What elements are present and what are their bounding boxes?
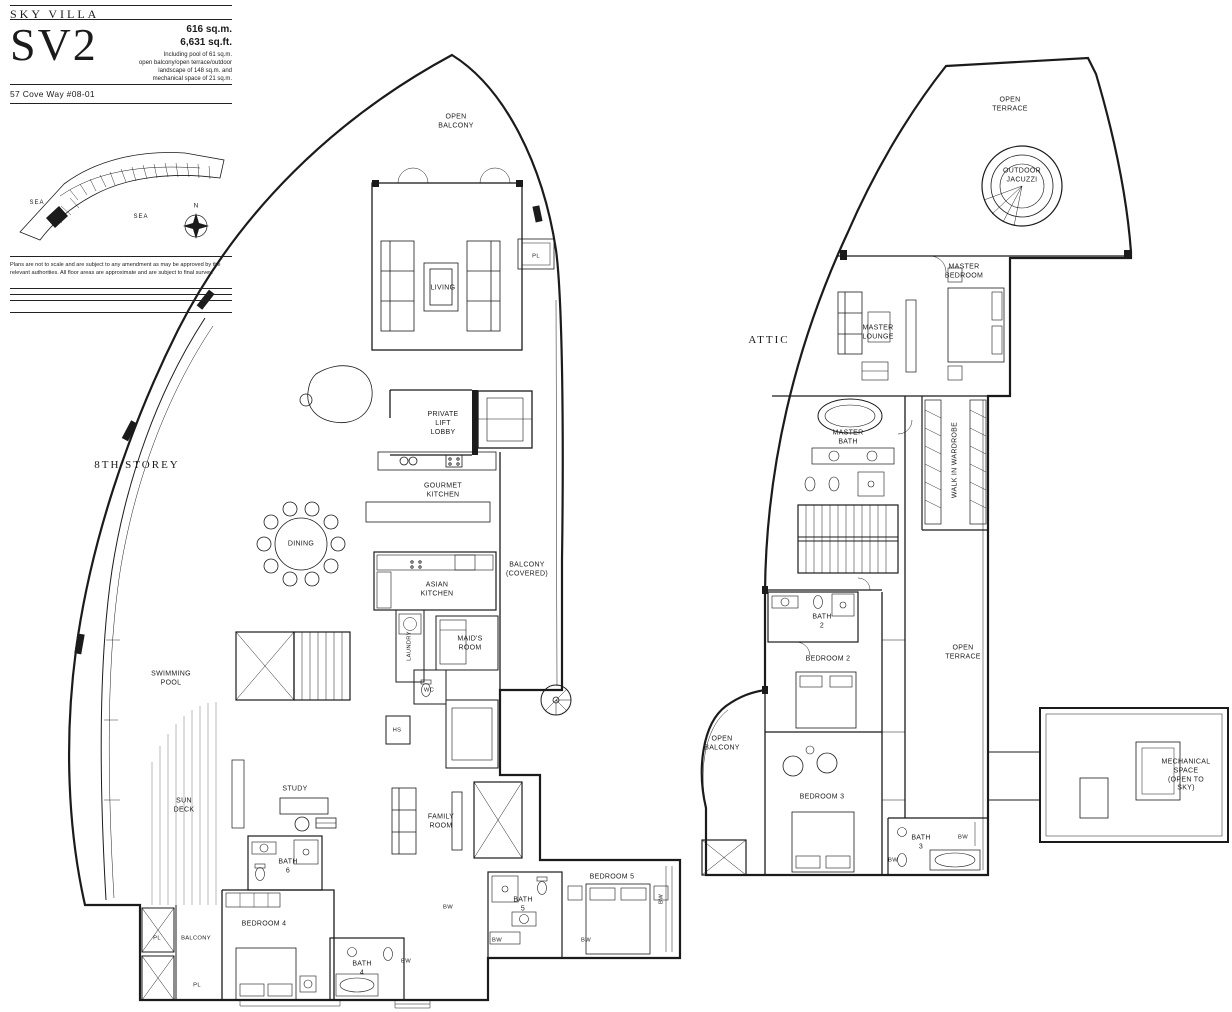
label-open-terrace-right: OPEN TERRACE — [945, 644, 981, 660]
label-bedroom-3: BEDROOM 3 — [799, 793, 845, 801]
footer-rule-4 — [10, 312, 232, 313]
label-pl-left-2: PL — [193, 982, 201, 989]
label-bw-bedroom5-right: BW — [658, 894, 665, 904]
area-notes: Including pool of 61 sq.m. open balcony/… — [138, 52, 232, 83]
label-open-terrace-top: OPEN TERRACE — [992, 96, 1028, 112]
compass-icon — [183, 213, 209, 239]
label-bath-3: BATH 3 — [911, 834, 931, 850]
key-map — [19, 152, 225, 241]
unit-address: 57 Cove Way #08-01 — [10, 89, 95, 99]
plan-attic — [700, 56, 1229, 877]
floor-title-attic: ATTIC — [748, 334, 790, 346]
label-pl-left: PL — [153, 935, 161, 942]
label-outdoor-jacuzzi: OUTDOOR JACUZZI — [1003, 167, 1041, 183]
label-bath-2: BATH 2 — [812, 613, 832, 629]
label-gourmet-kitchen: GOURMET KITCHEN — [424, 482, 462, 498]
keymap-highlighted-unit — [46, 206, 68, 228]
label-maids-room: MAID'S ROOM — [457, 635, 483, 651]
label-sun-deck: SUN DECK — [173, 797, 195, 813]
label-bw-bedroom3: BW — [888, 857, 898, 864]
label-bedroom-4: BEDROOM 4 — [241, 920, 287, 928]
label-family-room: FAMILY ROOM — [427, 813, 455, 829]
area-summary: 616 sq.m. 6,631 sq.ft. Including pool of… — [100, 24, 232, 83]
label-bath-6: BATH 6 — [278, 858, 298, 874]
keymap-sea-label-left: SEA — [29, 200, 45, 206]
address-rule-bottom — [10, 103, 232, 104]
label-living: LIVING — [430, 284, 456, 292]
label-asian-kitchen: ASIAN KITCHEN — [420, 581, 454, 597]
label-bw-bedroom5-bottom: BW — [581, 937, 591, 944]
footer-rule-1 — [10, 288, 232, 289]
series-title: SKY VILLA — [10, 7, 100, 21]
header-rule-top — [10, 5, 232, 6]
floor-title-8th-storey: 8TH STOREY — [94, 459, 180, 471]
label-master-lounge: MASTER LOUNGE — [862, 324, 894, 340]
compass-north-label: N — [193, 202, 199, 210]
area-sqft: 6,631 sq.ft. — [180, 36, 232, 48]
footer-rule-2 — [10, 294, 232, 295]
label-balcony-bottom: BALCONY — [181, 935, 211, 942]
label-bedroom-5: BEDROOM 5 — [589, 873, 635, 881]
label-wc: WC — [423, 687, 435, 694]
keymap-sea-label-right: SEA — [133, 214, 149, 220]
label-master-bath: MASTER BATH — [832, 429, 864, 445]
label-bw-bath4: BW — [401, 958, 411, 965]
label-bw-bath5: BW — [492, 937, 502, 944]
disclaimer-rule-top — [10, 256, 232, 257]
label-open-balcony-attic: OPEN BALCONY — [704, 735, 740, 751]
label-mechanical-space: MECHANICAL SPACE (OPEN TO SKY) — [1161, 758, 1211, 792]
label-bath-5: BATH 5 — [513, 896, 533, 912]
footer-rule-3 — [10, 300, 232, 301]
label-laundry: LAUNDRY — [406, 631, 413, 661]
label-open-balcony: OPEN BALCONY — [438, 113, 474, 129]
label-bath-4: BATH 4 — [352, 960, 372, 976]
label-walk-in-wardrobe: WALK IN WARDROBE — [951, 421, 959, 499]
label-balcony-covered: BALCONY (COVERED) — [506, 561, 548, 577]
label-bw-bath3: BW — [958, 834, 968, 841]
label-bedroom-2: BEDROOM 2 — [805, 655, 851, 663]
label-pl-top: PL — [532, 253, 540, 260]
label-dining: DINING — [287, 540, 315, 548]
plan-8th-storey — [68, 53, 682, 1009]
label-swimming-pool: SWIMMING POOL — [151, 670, 191, 686]
label-bw-family: BW — [443, 904, 453, 911]
label-study: STUDY — [282, 785, 308, 793]
label-private-lift-lobby: PRIVATE LIFT LOBBY — [427, 410, 459, 436]
label-hs: HS — [392, 727, 402, 734]
area-sqm: 616 sq.m. — [186, 24, 232, 35]
unit-code: SV2 — [10, 19, 98, 70]
address-rule-top — [10, 84, 232, 85]
header-rule-2 — [10, 19, 232, 20]
label-master-bedroom: MASTER BEDROOM — [944, 263, 984, 279]
disclaimer-text: Plans are not to scale and are subject t… — [10, 262, 221, 277]
